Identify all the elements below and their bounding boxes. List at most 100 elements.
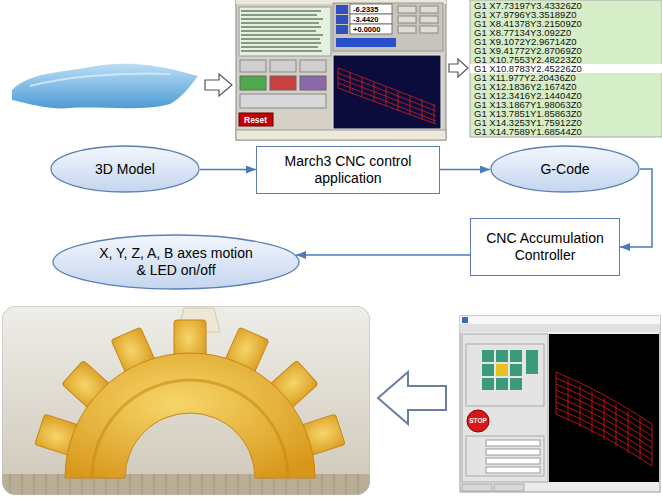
mach3-screenshot <box>398 16 416 23</box>
mach3-screenshot <box>300 76 326 90</box>
control-software-screenshot <box>486 440 540 446</box>
mach3-screenshot <box>338 68 436 124</box>
reset-button-label: Reset <box>244 116 267 125</box>
mach3-screenshot <box>420 16 438 23</box>
control-software-screenshot <box>460 316 660 324</box>
connector-arrow <box>440 169 490 171</box>
dro-readout: -3.4420 <box>353 16 378 24</box>
control-software-screenshot <box>556 372 652 466</box>
printed-part-photo <box>65 353 315 478</box>
control-software-screenshot <box>466 436 544 476</box>
hollow-arrow <box>205 74 232 96</box>
control-software-screenshot <box>510 364 522 376</box>
gcode-line: G1 X13.7851Y1.85863Z0 <box>474 109 582 118</box>
gcode-line: G1 X13.1867Y1.98063Z0 <box>474 100 582 109</box>
control-software-screenshot <box>467 410 489 432</box>
terminal-ellipse: G-Code <box>490 145 640 193</box>
node-label: CNC Accumulation Controller <box>477 230 613 264</box>
gcode-line: G1 X8.77134Y3.092Z0 <box>474 28 571 37</box>
ellipse-outline <box>491 146 639 192</box>
label-group: March3 CNC control application <box>263 153 433 187</box>
control-software-screenshot <box>556 372 652 466</box>
terminal-ellipse: 3D Model <box>50 145 200 193</box>
mach3-screenshot <box>300 60 326 72</box>
mach3-screenshot <box>236 130 446 140</box>
gcode-listing <box>470 0 662 137</box>
label-group: X, Y, Z, A, B axes motion & LED on/off <box>99 245 253 279</box>
mach3-screenshot <box>336 15 348 24</box>
control-software-screenshot <box>482 364 494 376</box>
gcode-listing <box>470 64 662 73</box>
model-3d-shape <box>12 64 198 109</box>
printed-part-photo <box>2 306 370 495</box>
control-software-screenshot <box>496 364 508 376</box>
mach3-screenshot <box>240 60 266 72</box>
mach3-screenshot <box>241 11 323 51</box>
printed-part-photo <box>2 306 370 495</box>
mach3-screenshot <box>338 68 434 123</box>
gcode-line: G1 X7.9796Y3.35189Z0 <box>474 10 576 19</box>
mach3-screenshot <box>420 26 438 33</box>
gcode-line: G1 X9.1072Y2.96714Z0 <box>474 37 576 46</box>
mach3-screenshot <box>336 5 348 14</box>
dro-readout: +0.0000 <box>353 26 380 34</box>
mach3-screenshot <box>336 38 396 47</box>
control-software-screenshot <box>494 484 524 491</box>
control-software-screenshot <box>486 467 540 473</box>
mach3-screenshot <box>336 25 348 34</box>
gcode-line: G1 X7.73197Y3.43326Z0 <box>474 1 582 10</box>
hollow-arrow <box>449 59 468 77</box>
control-software-screenshot <box>549 334 659 482</box>
mach3-screenshot <box>270 76 296 90</box>
control-software-screenshot <box>496 378 508 390</box>
gcode-line: G1 X12.3416Y2.14404Z0 <box>474 91 582 100</box>
mach3-screenshot <box>236 0 446 140</box>
mach3-screenshot <box>398 6 416 13</box>
control-software-screenshot <box>526 350 538 374</box>
gcode-listing <box>470 0 662 137</box>
control-software-screenshot <box>510 378 522 390</box>
mach3-screenshot <box>270 60 296 72</box>
gcode-line: G1 X9.41772Y2.87069Z0 <box>474 46 582 55</box>
gcode-line: G1 X14.3253Y1.75912Z0 <box>474 118 582 127</box>
node-label: G-Code <box>540 161 589 178</box>
ellipse-outline <box>53 235 299 289</box>
mach3-screenshot <box>240 94 326 108</box>
control-software-screenshot <box>462 334 548 482</box>
mach3-screenshot <box>239 113 273 126</box>
control-software-screenshot <box>466 344 544 406</box>
control-software-screenshot <box>460 316 660 492</box>
mach3-screenshot <box>420 6 438 13</box>
label-group: CNC Accumulation Controller <box>477 230 613 264</box>
printed-part-photo <box>2 306 370 495</box>
dro-readout: -6.2335 <box>353 6 378 14</box>
gcode-line: G1 X10.7553Y2.48223Z0 <box>474 55 582 64</box>
mach3-screenshot <box>236 0 446 140</box>
node-label: 3D Model <box>95 161 155 178</box>
mach3-screenshot <box>333 3 443 51</box>
control-software-screenshot <box>486 458 540 464</box>
hollow-arrow <box>378 372 446 424</box>
stop-button-label: STOP <box>469 418 487 425</box>
control-software-screenshot <box>460 324 660 332</box>
label-group: G-Code <box>540 161 589 178</box>
model-3d-shape <box>12 64 198 109</box>
printed-part-photo <box>92 380 288 478</box>
node-label: X, Y, Z, A, B axes motion & LED on/off <box>99 245 253 279</box>
mach3-screenshot <box>240 76 266 90</box>
mach3-screenshot <box>350 4 392 14</box>
connector-arrow <box>200 169 256 171</box>
connector-arrow <box>296 254 470 256</box>
mach3-screenshot <box>333 55 441 129</box>
mach3-screenshot <box>350 24 392 34</box>
node-label: March3 CNC control application <box>263 153 433 187</box>
control-software-screenshot <box>462 484 492 491</box>
gcode-line: G1 X12.1836Y2.1674Z0 <box>474 82 576 91</box>
control-software-screenshot <box>510 350 522 362</box>
mach3-screenshot <box>350 14 392 24</box>
control-software-screenshot <box>486 449 540 455</box>
gcode-line: G1 X11.977Y2.20436Z0 <box>474 73 576 82</box>
mach3-screenshot <box>239 7 331 56</box>
mach3-screenshot <box>398 26 416 33</box>
